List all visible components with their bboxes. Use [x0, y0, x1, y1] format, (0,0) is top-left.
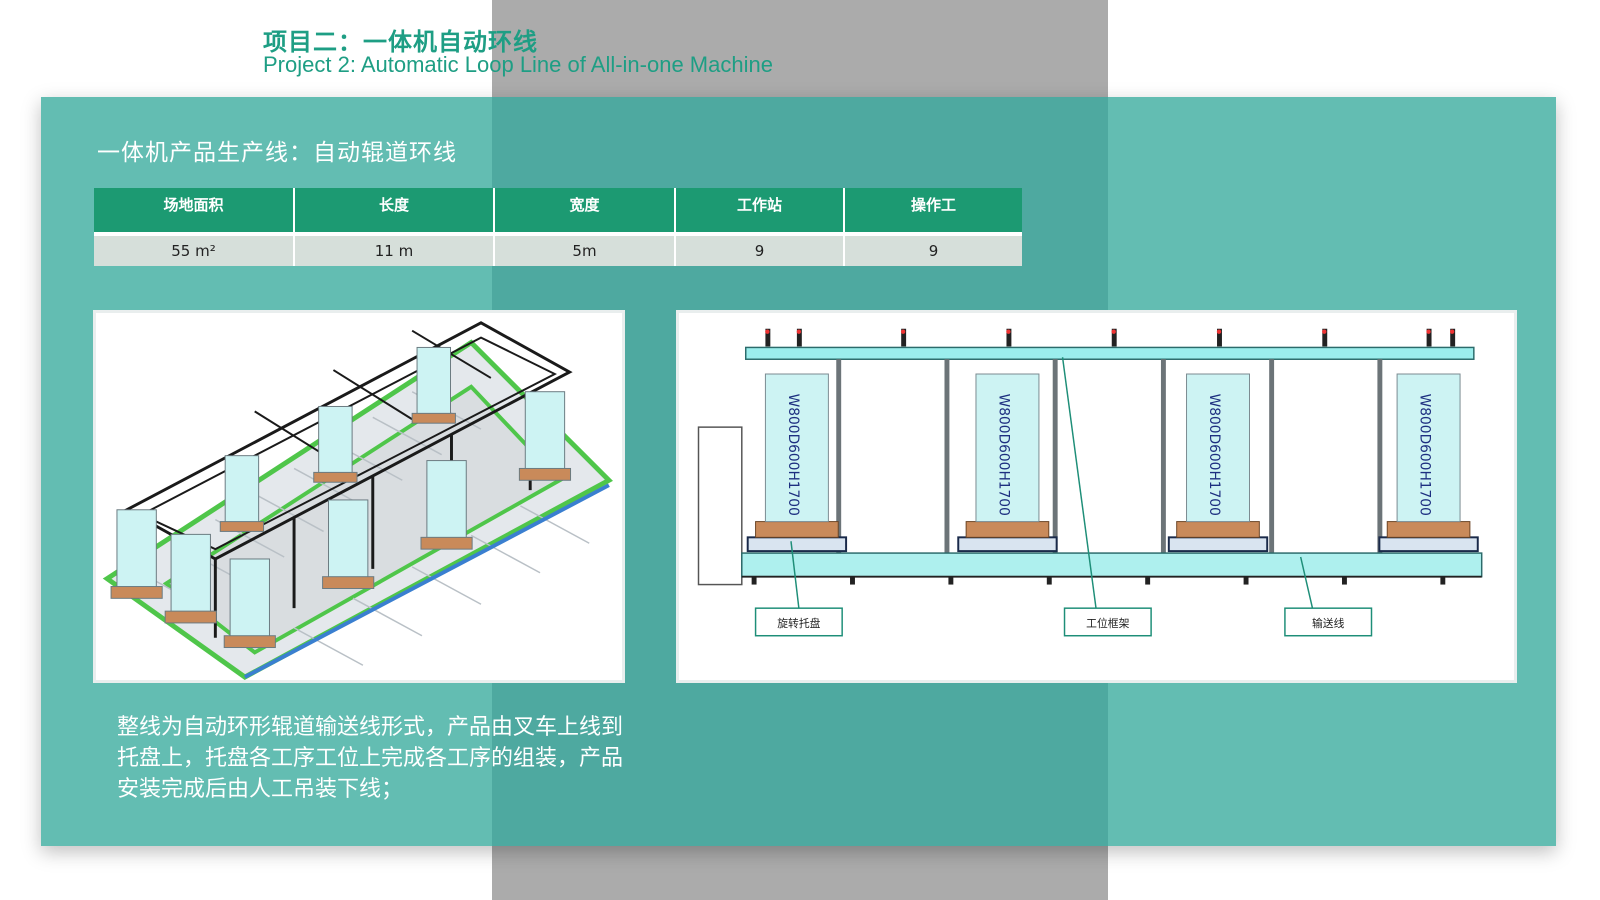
description-line-3: 安装完成后由人工吊装下线；	[117, 777, 404, 802]
header-length: 长度	[294, 188, 495, 234]
isometric-line-image	[93, 310, 625, 683]
header-stations: 工作站	[675, 188, 845, 234]
description-text: 整线为自动环形辊道输送线形式，产品由叉车上线到 托盘上，托盘各工序工位上完成各工…	[117, 712, 737, 805]
header-area: 场地面积	[94, 188, 295, 234]
value-width: 5m	[494, 232, 676, 266]
isometric-line-drawing	[102, 321, 613, 680]
cabinet-label-1: W800D600H1700	[785, 394, 801, 516]
spec-table-value-row: 55 m² 11 m 5m 9 9	[94, 232, 1022, 266]
description-line-2: 托盘上，托盘各工序工位上完成各工序的组装，产品	[117, 746, 624, 771]
cabinet-label-3: W800D600H1700	[1206, 394, 1222, 516]
page-title-cn: 项目二：一体机自动环线	[263, 28, 538, 56]
value-operators: 9	[844, 232, 1022, 266]
callout-rotating-pallet: 旋转托盘	[777, 616, 820, 630]
spec-table-header-row: 场地面积 长度 宽度 工作站 操作工	[94, 188, 1022, 234]
description-line-1: 整线为自动环形辊道输送线形式，产品由叉车上线到	[117, 715, 624, 740]
section-subtitle: 一体机产品生产线：自动辊道环线	[97, 140, 457, 166]
elevation-diagram: W800D600H1700 W800D600H1700 W800D600H170…	[697, 328, 1483, 637]
elevation-diagram-image: W800D600H1700 W800D600H1700 W800D600H170…	[676, 310, 1517, 683]
header-operators: 操作工	[844, 188, 1022, 234]
value-length: 11 m	[294, 232, 495, 266]
callout-conveyor: 输送线	[1312, 616, 1345, 630]
header-width: 宽度	[494, 188, 676, 234]
value-stations: 9	[675, 232, 845, 266]
value-area: 55 m²	[94, 232, 295, 266]
callout-station-frame: 工位框架	[1086, 616, 1129, 630]
spec-table: 场地面积 长度 宽度 工作站 操作工 55 m² 11 m 5m 9 9	[94, 188, 1022, 266]
cabinet-label-4: W800D600H1700	[1417, 394, 1433, 516]
cabinet-label-2: W800D600H1700	[996, 394, 1012, 516]
page-title-en: Project 2: Automatic Loop Line of All-in…	[263, 52, 773, 77]
station-group	[746, 373, 1479, 553]
